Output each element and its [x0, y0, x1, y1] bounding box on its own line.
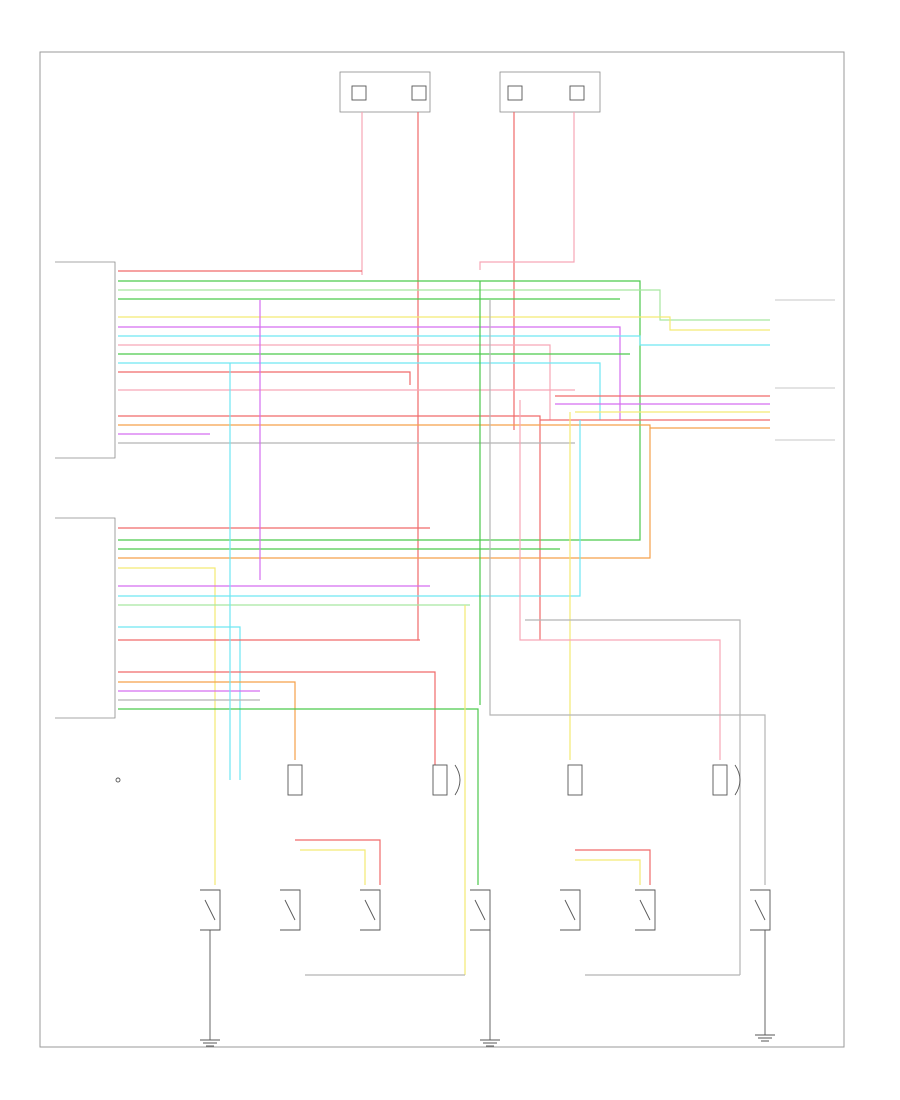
top-fuse-blocks	[339, 71, 601, 113]
left-module-connectors	[55, 261, 116, 719]
components	[115, 764, 775, 1047]
right-connectors	[775, 299, 835, 441]
wire-bundle	[118, 112, 770, 976]
diagram-frame	[39, 51, 845, 1048]
